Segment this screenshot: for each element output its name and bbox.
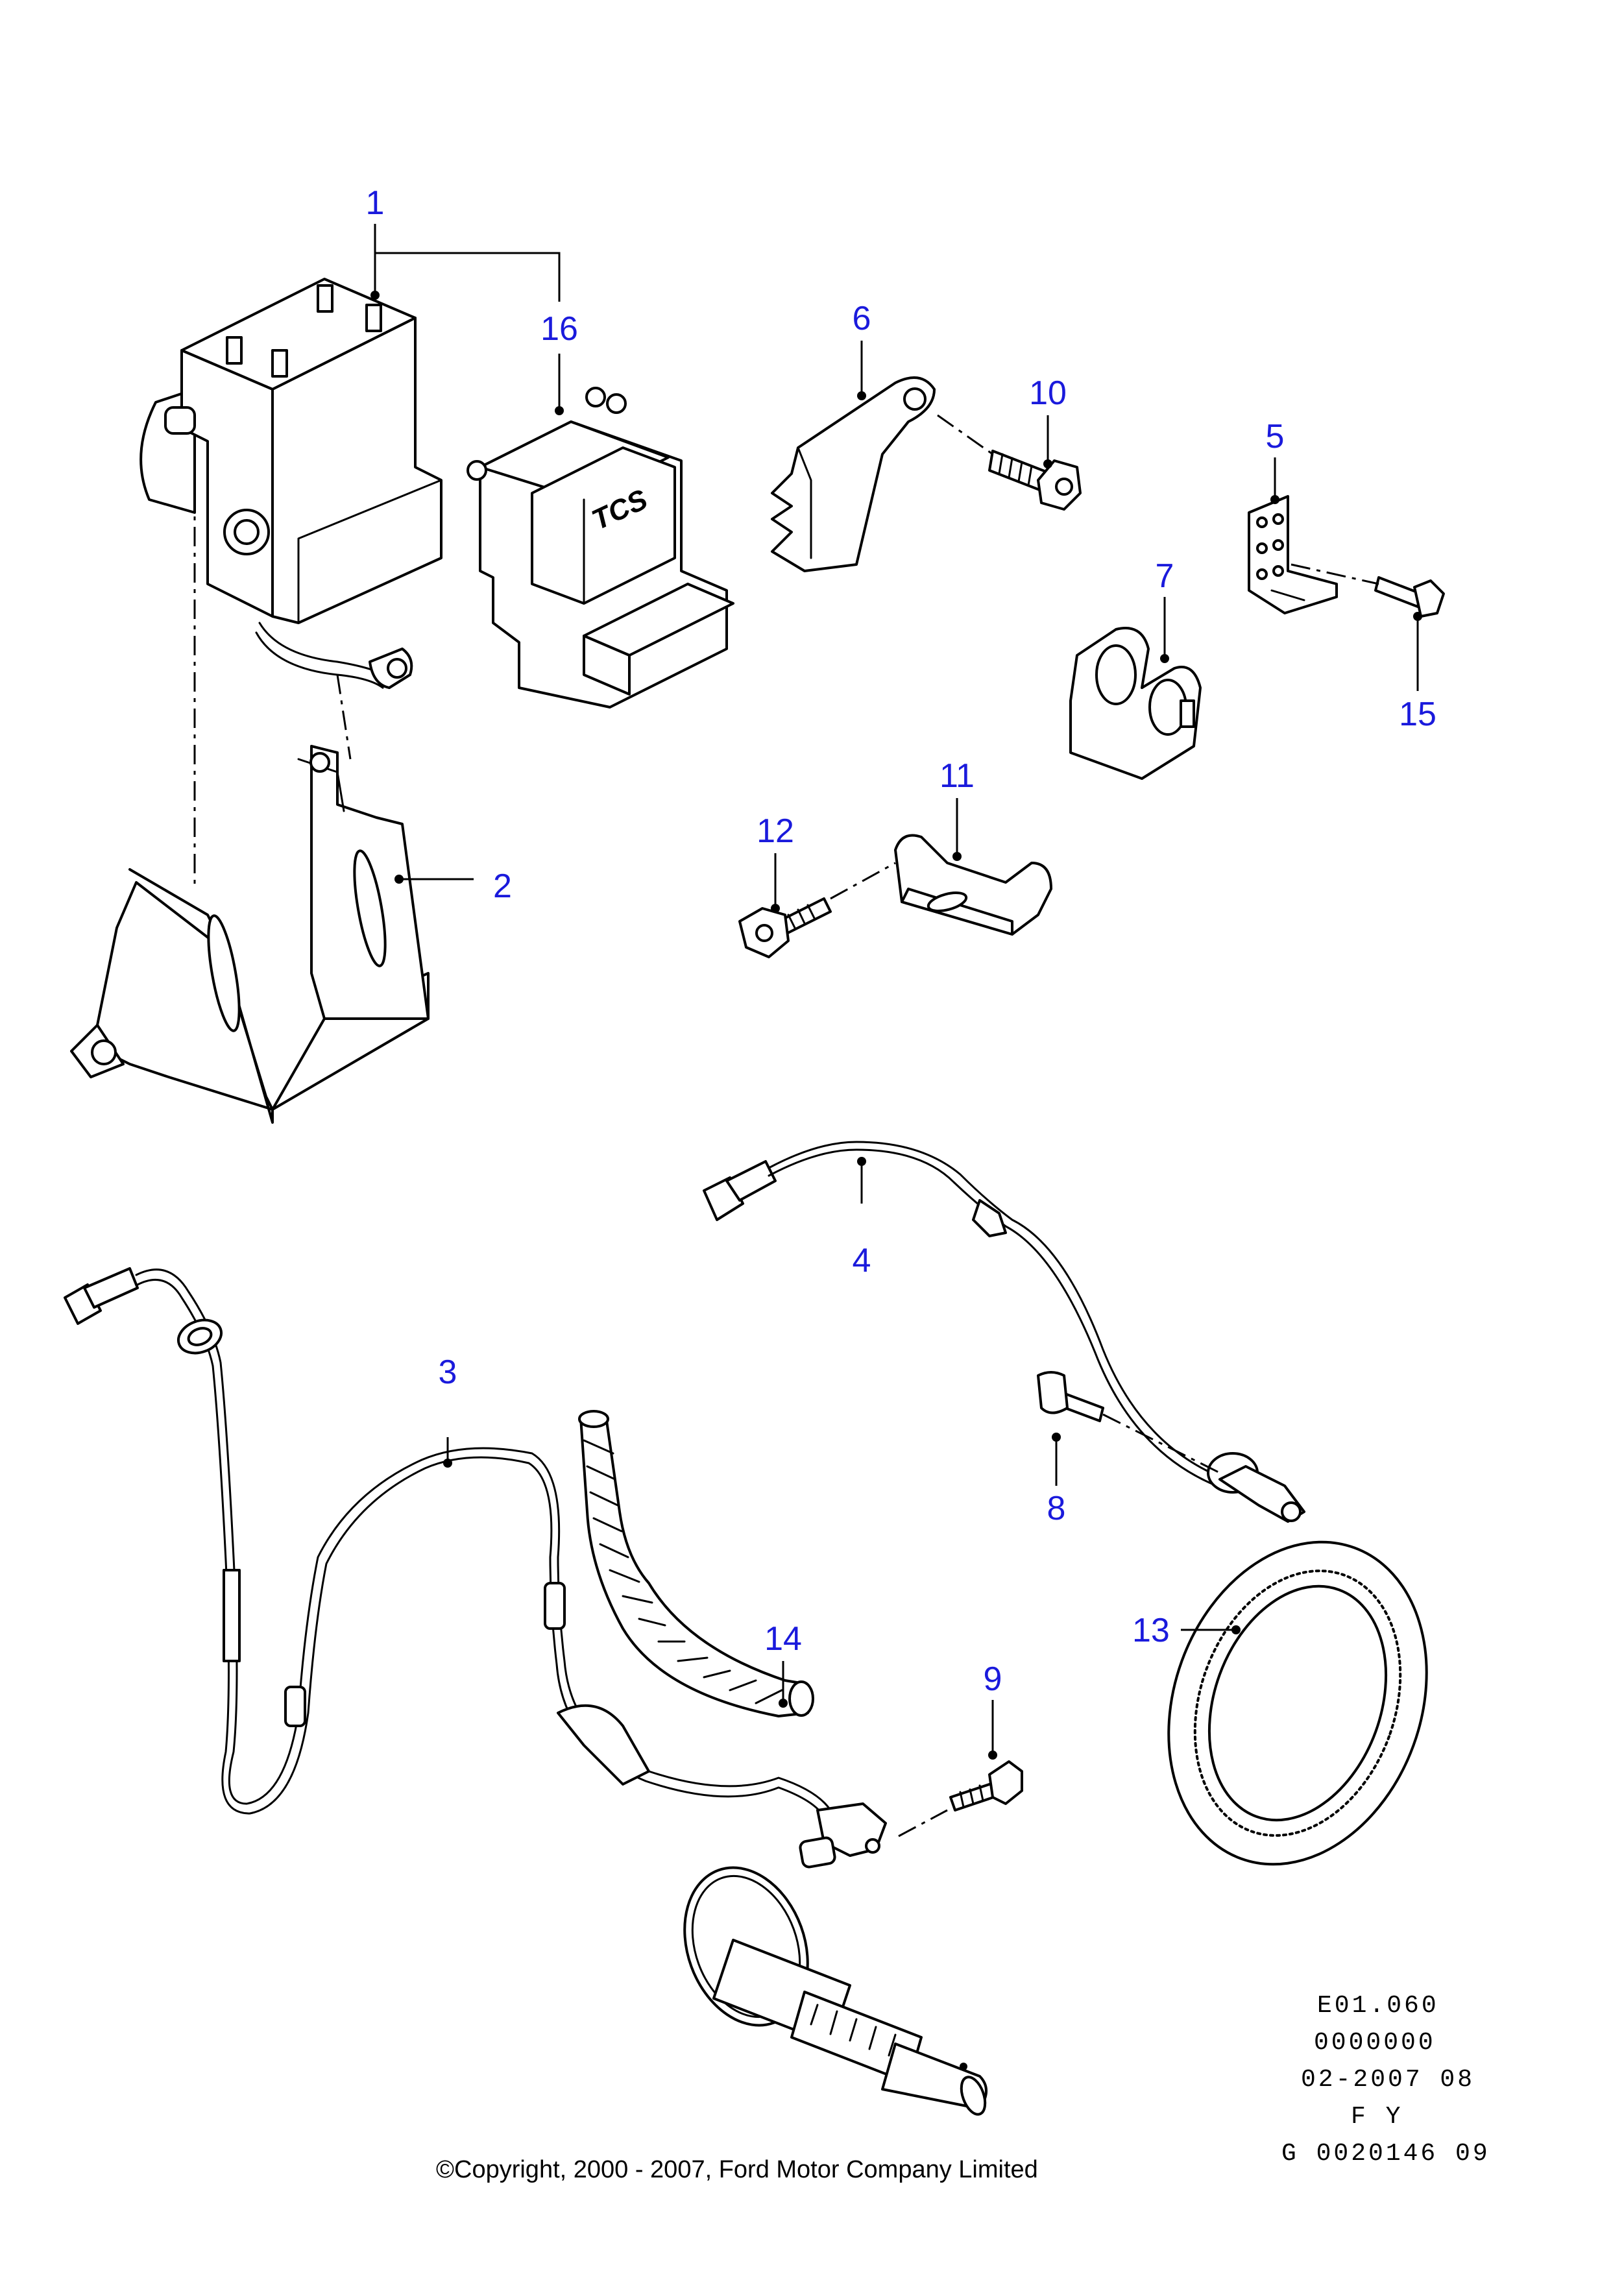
reference-code-line-5: G 0020146 09: [1281, 2140, 1490, 2168]
reference-code-line-1: E01.060: [1317, 1992, 1439, 2020]
abs-hydraulic-unit: [139, 278, 442, 689]
bolt-15: [1374, 576, 1445, 618]
reference-date-line: 02-2007 08: [1301, 2066, 1475, 2094]
bolt-8: [1037, 1371, 1104, 1422]
mounting-axis-line-2: [336, 674, 352, 760]
reference-code-line-2: 0000000: [1314, 2029, 1436, 2057]
tcs-control-module: TCS: [467, 387, 734, 709]
bracket-6: [771, 376, 936, 572]
bolt-9: [949, 1760, 1023, 1812]
callout-8: 8: [1047, 1490, 1066, 1527]
bracket-5: [1248, 495, 1338, 614]
callout-11: 11: [939, 757, 975, 795]
wheel-speed-sensor-cable-3: [64, 1267, 887, 1869]
bolt-12-axis-line: [830, 862, 896, 900]
copyright-notice: ©Copyright, 2000 - 2007, Ford Motor Comp…: [436, 2156, 1038, 2183]
bolt-10: [988, 450, 1082, 511]
callout-9: 9: [984, 1660, 1002, 1698]
protective-sleeve-14: [578, 1410, 814, 1717]
callout-12: 12: [757, 812, 794, 850]
callout-10: 10: [1029, 374, 1067, 412]
bolt-8-axis-line: [1102, 1413, 1220, 1474]
callout-6: 6: [853, 300, 871, 337]
clamp-11: [894, 834, 1052, 936]
callout-14: 14: [764, 1620, 802, 1658]
tone-ring-13: [1167, 1540, 1428, 1866]
drive-shaft-tone-wheel: [683, 1866, 988, 2116]
wheel-speed-sensor-cable-4: [703, 1141, 1305, 1523]
bolt-12: [738, 897, 832, 958]
leader-lines: [370, 224, 1422, 1760]
bolt-15-axis-line: [1291, 563, 1379, 585]
callout-3: 3: [439, 1353, 457, 1391]
callout-5: 5: [1266, 418, 1285, 455]
callout-4: 4: [853, 1242, 871, 1279]
callout-2: 2: [493, 867, 512, 905]
callout-13: 13: [1132, 1612, 1170, 1649]
callout-7: 7: [1156, 557, 1174, 595]
bolt-axis-line: [937, 414, 993, 455]
sensor-bracket-7: [1069, 627, 1202, 780]
bolt-9-axis-line: [898, 1809, 948, 1837]
callout-1: 1: [366, 184, 385, 222]
reference-code-line-4: F Y: [1351, 2103, 1403, 2131]
callout-16: 16: [540, 310, 578, 348]
abs-mounting-bracket: [70, 745, 430, 1124]
callout-15: 15: [1399, 696, 1436, 733]
callout-labels: 1 2 3 4 5 6 7 8 9 10 11 12 13 14 15 16: [366, 184, 1436, 1698]
